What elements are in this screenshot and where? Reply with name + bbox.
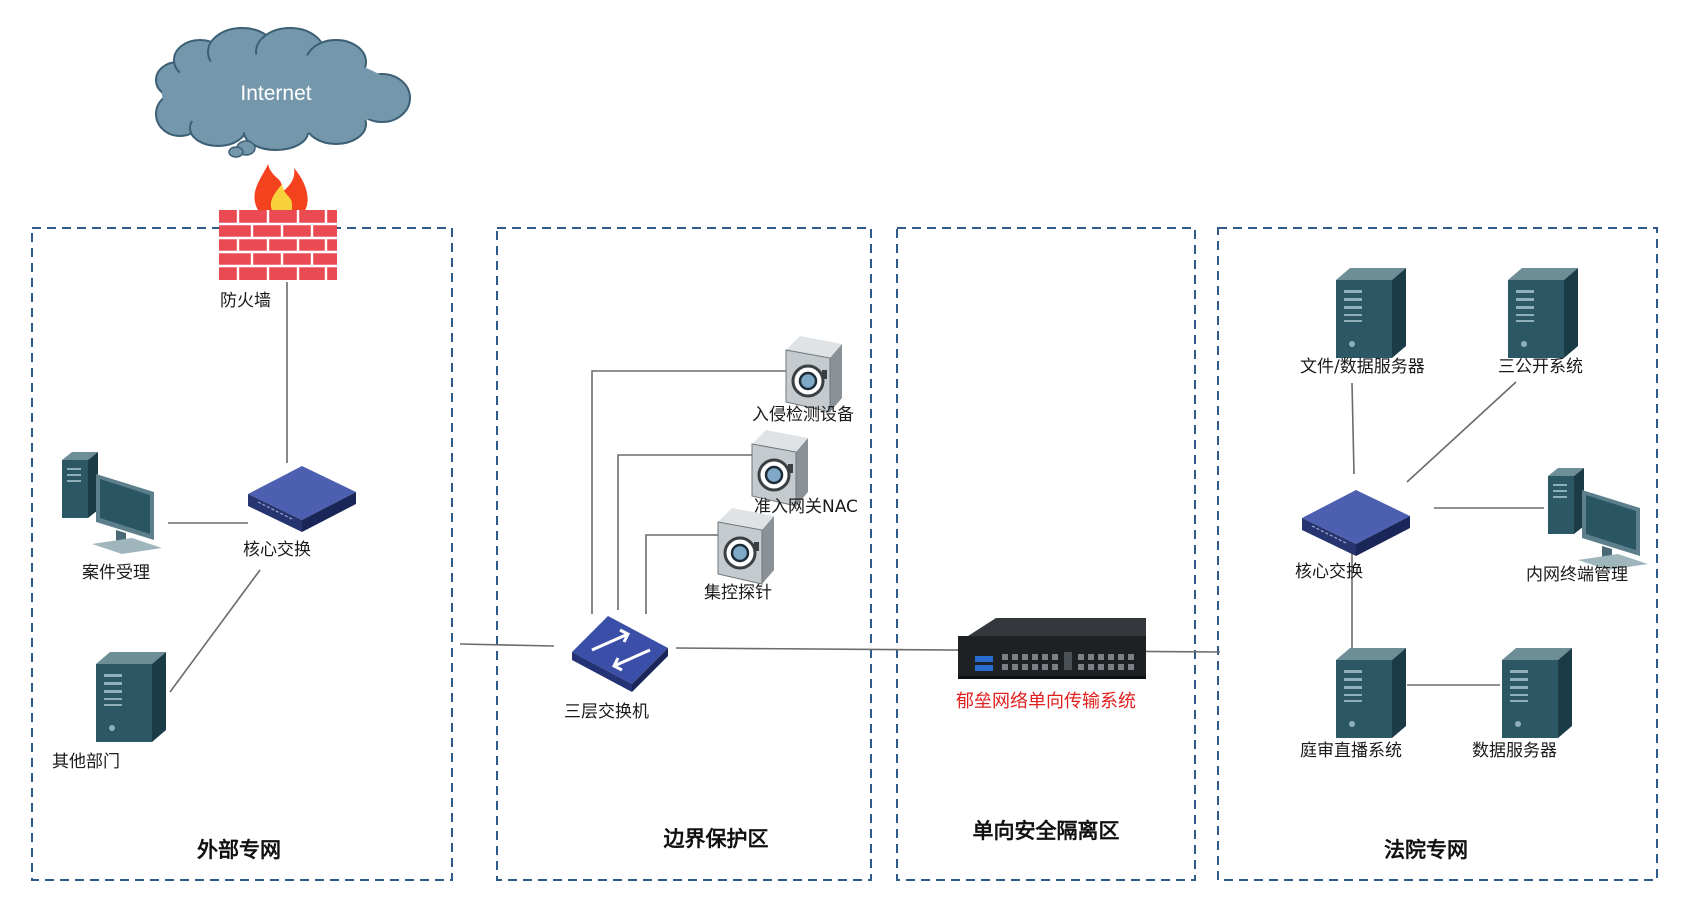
zone-boundary-title: 边界保护区 [664,827,769,851]
probe-device-icon [716,506,776,586]
firewall-icon [219,164,337,280]
internet-label: Internet [240,82,311,105]
zone-isolation-box [896,227,1196,881]
nac-label: 准入网关NAC [754,497,858,517]
firewall-label: 防火墙 [220,291,271,311]
l3-switch-label: 三层交换机 [564,702,649,722]
one-way-transfer-label: 郁垒网络单向传输系统 [956,691,1136,712]
other-depts-server-icon [96,652,166,742]
nac-device-icon [750,428,810,508]
three-public-server-icon [1508,268,1578,358]
l3-switch-icon [572,616,668,692]
court-core-switch-icon [1301,489,1411,557]
one-way-transfer-appliance-icon [958,618,1146,679]
other-depts-label: 其他部门 [52,752,120,772]
zone-court-title: 法院专网 [1384,838,1468,862]
three-public-label: 三公开系统 [1498,357,1583,377]
court-core-switch-label: 核心交换 [1295,562,1363,582]
data-server-label: 数据服务器 [1472,741,1557,761]
file-server-icon [1336,268,1406,358]
external-core-switch-icon [247,465,357,533]
zone-external-box [31,227,453,881]
ids-device-icon [784,334,844,414]
internet-cloud: Internet [155,27,411,158]
external-core-switch-label: 核心交换 [243,540,311,560]
zone-isolation-title: 单向安全隔离区 [973,819,1120,843]
probe-label: 集控探针 [704,583,772,603]
zone-court-box [1217,227,1658,881]
zone-boundary-box [496,227,872,881]
connection-lines [168,282,1544,693]
trial-broadcast-server-icon [1336,648,1406,738]
terminal-mgmt-label: 内网终端管理 [1526,565,1628,585]
terminal-mgmt-pc-icon [1548,468,1648,570]
zone-external-title: 外部专网 [197,838,281,862]
file-server-label: 文件/数据服务器 [1300,357,1425,377]
case-intake-label: 案件受理 [82,563,150,583]
ids-label: 入侵检测设备 [752,405,854,425]
case-intake-pc-icon [62,452,162,554]
data-server-icon [1502,648,1572,738]
trial-broadcast-label: 庭审直播系统 [1300,741,1402,761]
